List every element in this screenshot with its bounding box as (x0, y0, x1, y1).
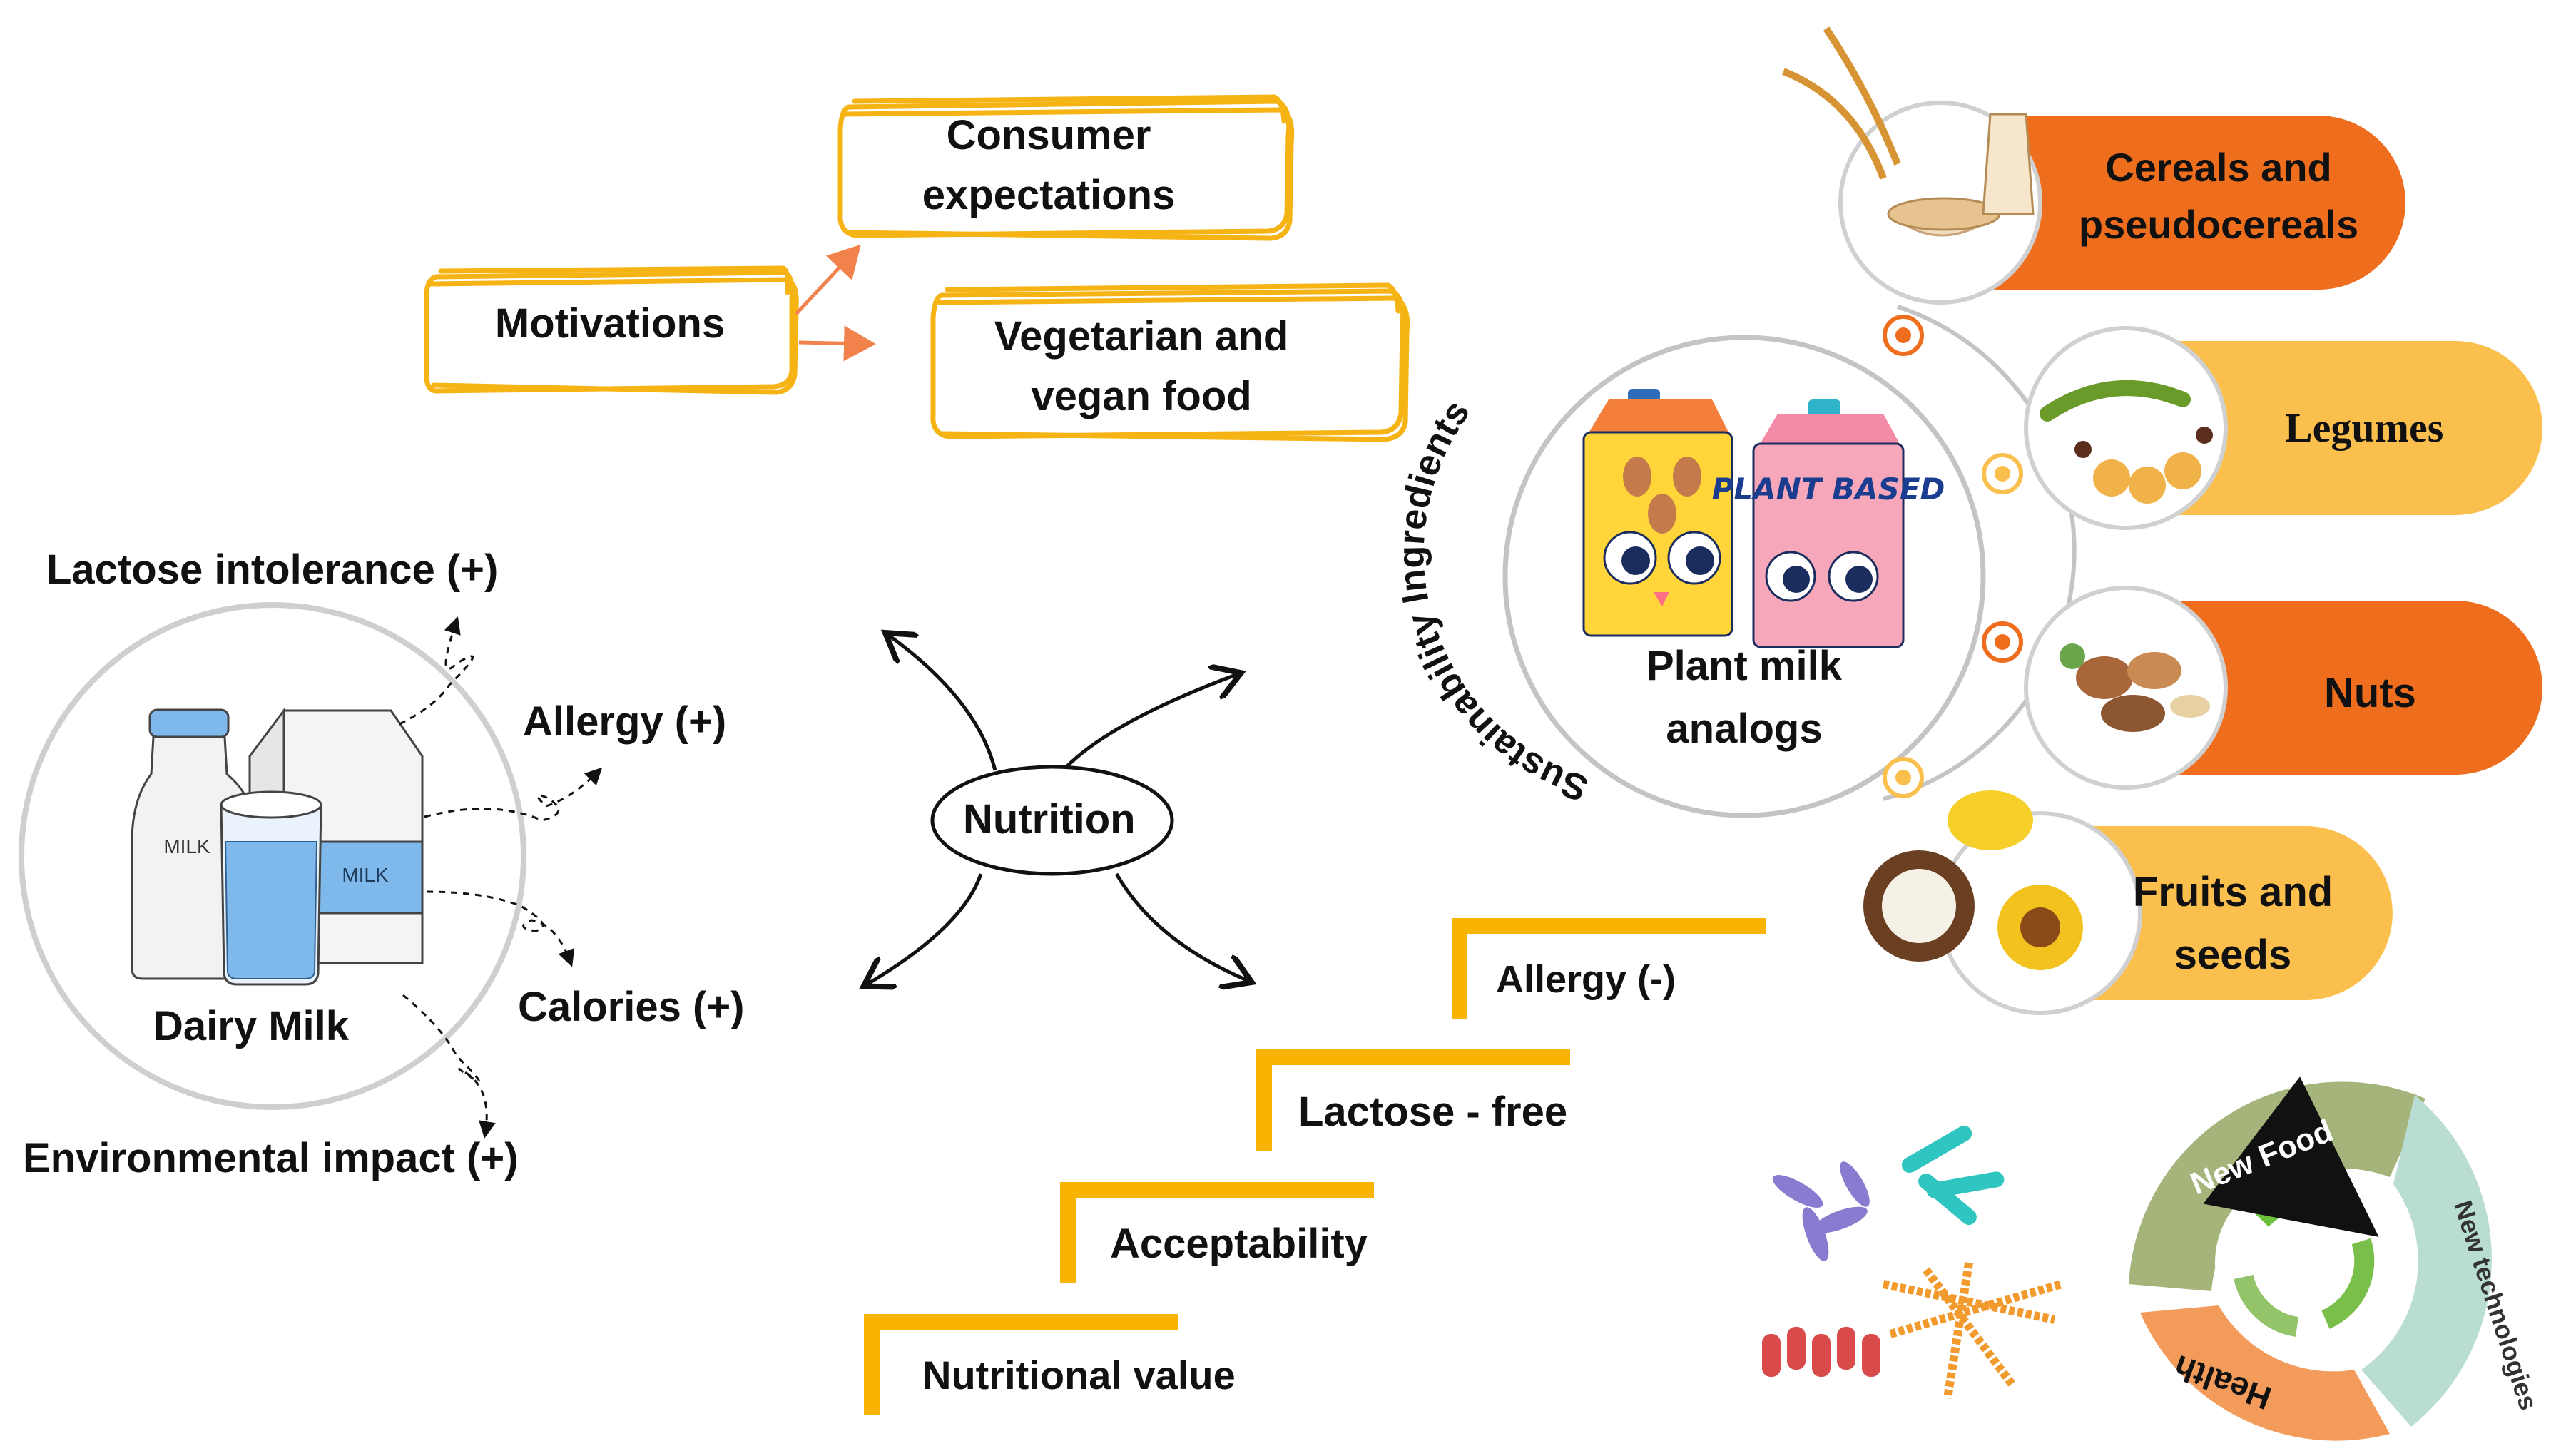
nutrition-ellipse (930, 765, 1174, 876)
step-lactose-free: Lactose - free (1298, 1089, 1568, 1135)
steps-staircase (864, 918, 1766, 1415)
step-acceptability: Acceptability (1110, 1221, 1368, 1267)
pink-carton-icon: PLANT BASED (1712, 399, 1945, 648)
dairy-effect-arrows (399, 616, 603, 1139)
motivations-label: Motivations (494, 300, 725, 347)
plant-based-carton-text: PLANT BASED (1712, 472, 1945, 506)
ingredient-pill-cereals (1782, 26, 2405, 305)
dairy-milk-title: Dairy Milk (153, 1003, 349, 1049)
nutrition-label: Nutrition (963, 796, 1136, 842)
nutrition-arrows (867, 635, 1248, 984)
milk-glass-icon (220, 790, 322, 986)
effect-allergy: Allergy (+) (523, 698, 727, 745)
effect-calories: Calories (+) (518, 984, 745, 1030)
yellow-carton-icon (1582, 389, 1733, 637)
consumer-expectations-box (837, 94, 1295, 241)
motivations-box (424, 265, 799, 395)
cycle-diagram: New Food New technologies Health (2129, 1076, 2544, 1441)
motivation-arrows (795, 244, 876, 362)
cycle-health-segment (2140, 1305, 2390, 1441)
consumer-expectations-label: Consumer expectations (922, 112, 1176, 218)
effect-lactose-intolerance: Lactose intolerance (+) (46, 546, 499, 593)
cycle-new-tech-segment (2361, 1095, 2492, 1427)
step-allergy-free: Allergy (-) (1496, 958, 1676, 1001)
ingredient-pill-legumes (2024, 326, 2542, 530)
bottle-milk-label: MILK (163, 835, 210, 857)
ingredient-pill-fruits-seeds (1863, 790, 2393, 1015)
vegetarian-vegan-box (930, 282, 1410, 442)
effect-environmental-impact: Environmental impact (+) (23, 1135, 519, 1181)
ingredient-fruits-seeds-label: Fruits and seeds (2132, 869, 2333, 978)
carton-milk-label: MILK (342, 864, 389, 886)
plant-milk-title: Plant milk analogs (1646, 643, 1842, 752)
ingredient-connector-arc (1883, 305, 2077, 801)
step-nutritional-value: Nutritional value (922, 1353, 1236, 1398)
ingredient-legumes-label: Legumes (2285, 404, 2444, 451)
connector-dots (1883, 315, 2023, 798)
ingredient-cereals-label: Cereals and pseudocereals (2078, 145, 2359, 247)
ingredient-pill-nuts (2024, 586, 2542, 790)
microbes-icon (1762, 1126, 2063, 1399)
ingredient-nuts-label: Nuts (2324, 670, 2416, 716)
vegetarian-vegan-label: Vegetarian and vegan food (994, 313, 1289, 419)
